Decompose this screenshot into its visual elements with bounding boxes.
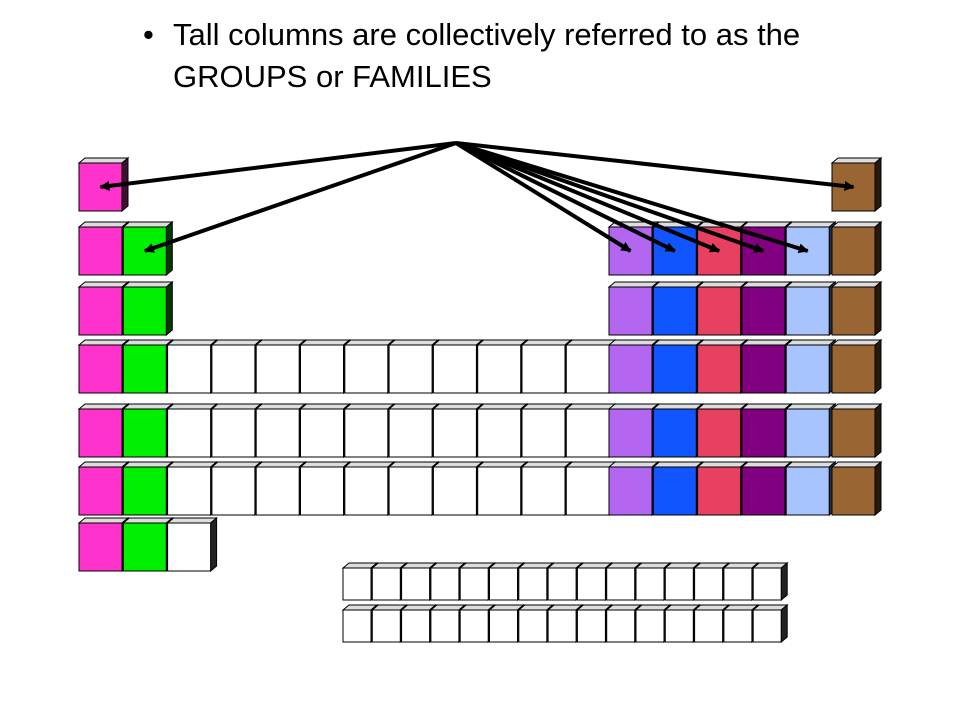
cell-p4-g6 xyxy=(299,338,351,395)
cell-p4-g7 xyxy=(343,338,396,395)
cell-p3-g16 xyxy=(740,280,793,337)
cell-lanthanides-15 xyxy=(751,561,789,602)
arrow-to-group-17 xyxy=(455,141,809,254)
cell-p6-g5 xyxy=(254,460,307,517)
cell-p5-g14 xyxy=(651,402,704,459)
cell-p6-g7 xyxy=(343,460,396,517)
cell-p5-g17 xyxy=(784,402,837,459)
cell-p4-g5 xyxy=(254,338,307,395)
cell-p4-g2 xyxy=(121,338,174,395)
cell-p5-g11 xyxy=(520,402,573,459)
arrow-to-group-13 xyxy=(454,141,632,253)
cell-p6-g11 xyxy=(520,460,573,517)
cell-p3-g18 xyxy=(830,280,883,337)
cell-p6-g1 xyxy=(77,460,130,517)
cell-p6-g17 xyxy=(784,460,837,517)
cell-p2-g14 xyxy=(651,220,704,277)
cell-p4-g13 xyxy=(607,338,660,395)
cell-p3-g1 xyxy=(77,280,130,337)
cell-p4-g18 xyxy=(830,338,883,395)
bullet-text: Tall columns are collectively referred t… xyxy=(173,17,801,94)
cell-p6-g12 xyxy=(564,460,617,517)
cell-p5-g15 xyxy=(696,402,748,459)
arrow-to-group-1 xyxy=(99,141,457,191)
cell-p4-g15 xyxy=(696,338,748,395)
cell-p5-g6 xyxy=(299,402,351,459)
cell-p5-g2 xyxy=(121,402,174,459)
cell-p5-g5 xyxy=(254,402,307,459)
arrow-to-group-15 xyxy=(455,141,721,253)
cell-p4-g11 xyxy=(520,338,573,395)
cell-p5-g7 xyxy=(343,402,396,459)
cell-p3-g2 xyxy=(121,280,174,337)
cell-p2-g1 xyxy=(77,220,130,277)
cell-actinides-8 xyxy=(546,603,584,644)
cell-p4-g4 xyxy=(210,338,263,395)
cell-p6-g15 xyxy=(696,460,748,517)
cell-p5-g13 xyxy=(607,402,660,459)
cell-p3-g14 xyxy=(651,280,704,337)
cell-p5-g9 xyxy=(432,402,484,459)
arrows-layer xyxy=(99,141,855,254)
cell-p2-g18 xyxy=(830,220,883,277)
cell-p6-g3 xyxy=(166,460,218,517)
cell-p4-g9 xyxy=(432,338,484,395)
cell-p6-g18 xyxy=(830,460,883,517)
cell-p4-g8 xyxy=(387,338,440,395)
cell-p4-g3 xyxy=(166,338,218,395)
cell-p3-g15 xyxy=(696,280,748,337)
cell-p5-g18 xyxy=(830,402,883,459)
cell-p5-g10 xyxy=(476,402,529,459)
cell-p6-g8 xyxy=(387,460,440,517)
cell-p7-g3 xyxy=(166,516,218,573)
arrow-to-group-18 xyxy=(455,141,855,191)
cell-p5-g1 xyxy=(77,402,130,459)
cell-p6-g16 xyxy=(740,460,793,517)
cell-p2-g16 xyxy=(740,220,793,277)
cell-p6-g14 xyxy=(651,460,704,517)
arrow-to-group-14 xyxy=(455,141,676,253)
cell-actinides-15 xyxy=(751,603,789,644)
cell-p6-g2 xyxy=(121,460,174,517)
cell-p5-g12 xyxy=(564,402,617,459)
arrow-to-group-16 xyxy=(455,141,765,253)
cell-p6-g13 xyxy=(607,460,660,517)
cell-p4-g12 xyxy=(564,338,617,395)
cell-p5-g8 xyxy=(387,402,440,459)
cell-p3-g13 xyxy=(607,280,660,337)
cell-p6-g9 xyxy=(432,460,484,517)
cell-p6-g4 xyxy=(210,460,263,517)
cell-p4-g17 xyxy=(784,338,837,395)
arrow-to-group-2 xyxy=(143,141,457,253)
cell-p4-g14 xyxy=(651,338,704,395)
cell-p6-g10 xyxy=(476,460,529,517)
cell-p5-g3 xyxy=(166,402,218,459)
cell-p6-g6 xyxy=(299,460,351,517)
cell-p7-g2 xyxy=(121,516,174,573)
bullet-dot: • xyxy=(143,17,154,52)
cell-p5-g4 xyxy=(210,402,263,459)
cell-p4-g10 xyxy=(476,338,529,395)
bullet-point: • Tall columns are collectively referred… xyxy=(143,14,923,98)
cell-p7-g1 xyxy=(77,516,130,573)
cell-p4-g16 xyxy=(740,338,793,395)
cell-p5-g16 xyxy=(740,402,793,459)
cell-p4-g1 xyxy=(77,338,130,395)
cell-p3-g17 xyxy=(784,280,837,337)
